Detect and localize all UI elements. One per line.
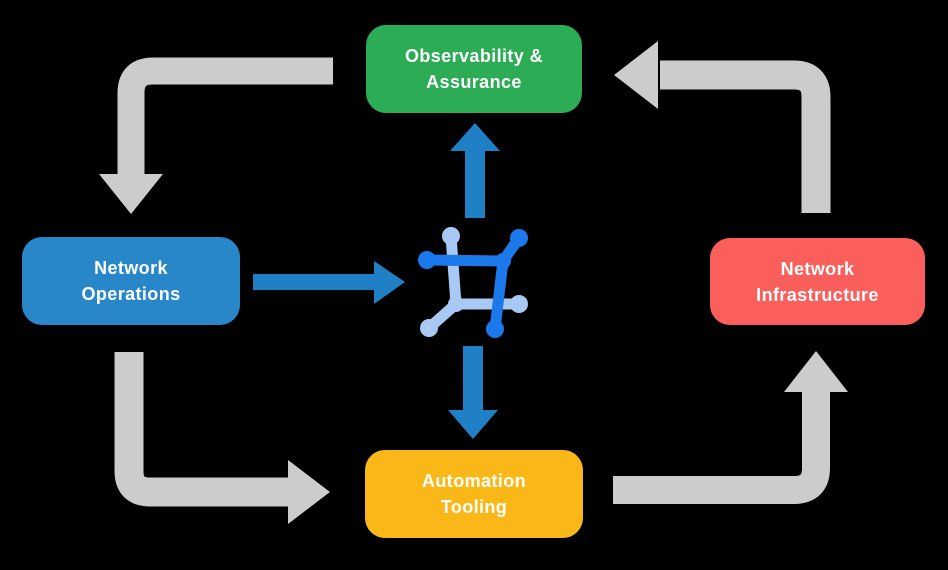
- flow-arrow-center-to-automation: [448, 346, 498, 439]
- node-automation-tooling: Automation Tooling: [365, 450, 583, 538]
- icon-node-dot: [442, 227, 460, 245]
- cycle-arrow-infrastructure-to-observability: [614, 41, 831, 213]
- flow-arrowhead-right-icon: [374, 261, 405, 304]
- cycle-arrow-shaft: [660, 60, 831, 213]
- node-label: Network Operations: [81, 258, 181, 304]
- cycle-arrow-automation-to-infrastructure: [613, 351, 848, 504]
- icon-junction-dot: [495, 253, 511, 269]
- node-label: Automation Tooling: [422, 471, 526, 517]
- node-label: Observability & Assurance: [404, 46, 544, 92]
- cycle-arrow-operations-to-automation: [114, 352, 330, 524]
- cycle-arrowhead-left-icon: [614, 41, 658, 109]
- node-observability-assurance: Observability & Assurance: [366, 25, 582, 113]
- icon-node-dot: [420, 319, 438, 337]
- icon-dark-branch: [418, 229, 528, 338]
- node-network-operations: Network Operations: [22, 237, 240, 325]
- cycle-arrowhead-right-icon: [288, 460, 330, 524]
- cycle-arrow-shaft: [117, 57, 333, 176]
- flow-arrowhead-down-icon: [448, 410, 498, 439]
- flow-arrow-operations-to-center: [253, 261, 405, 304]
- icon-node-dot: [418, 251, 436, 269]
- cycle-arrow-shaft: [114, 352, 290, 507]
- icon-node-dot: [510, 229, 528, 247]
- node-network-infrastructure: Network Infrastructure: [710, 238, 925, 325]
- icon-node-dot: [510, 295, 528, 313]
- flow-arrowhead-up-icon: [450, 123, 500, 151]
- cycle-arrow-shaft: [613, 390, 830, 504]
- flow-arrow-center-to-observability: [450, 123, 500, 218]
- icon-junction-dot: [448, 296, 464, 312]
- cycle-arrow-observability-to-operations: [99, 57, 333, 214]
- node-label: Network Infrastructure: [756, 258, 879, 305]
- network-automation-icon: [418, 227, 528, 338]
- icon-node-dot: [486, 320, 504, 338]
- cycle-arrowhead-up-icon: [784, 351, 848, 392]
- icon-light-branch: [420, 227, 528, 337]
- cycle-arrowhead-down-icon: [99, 174, 163, 214]
